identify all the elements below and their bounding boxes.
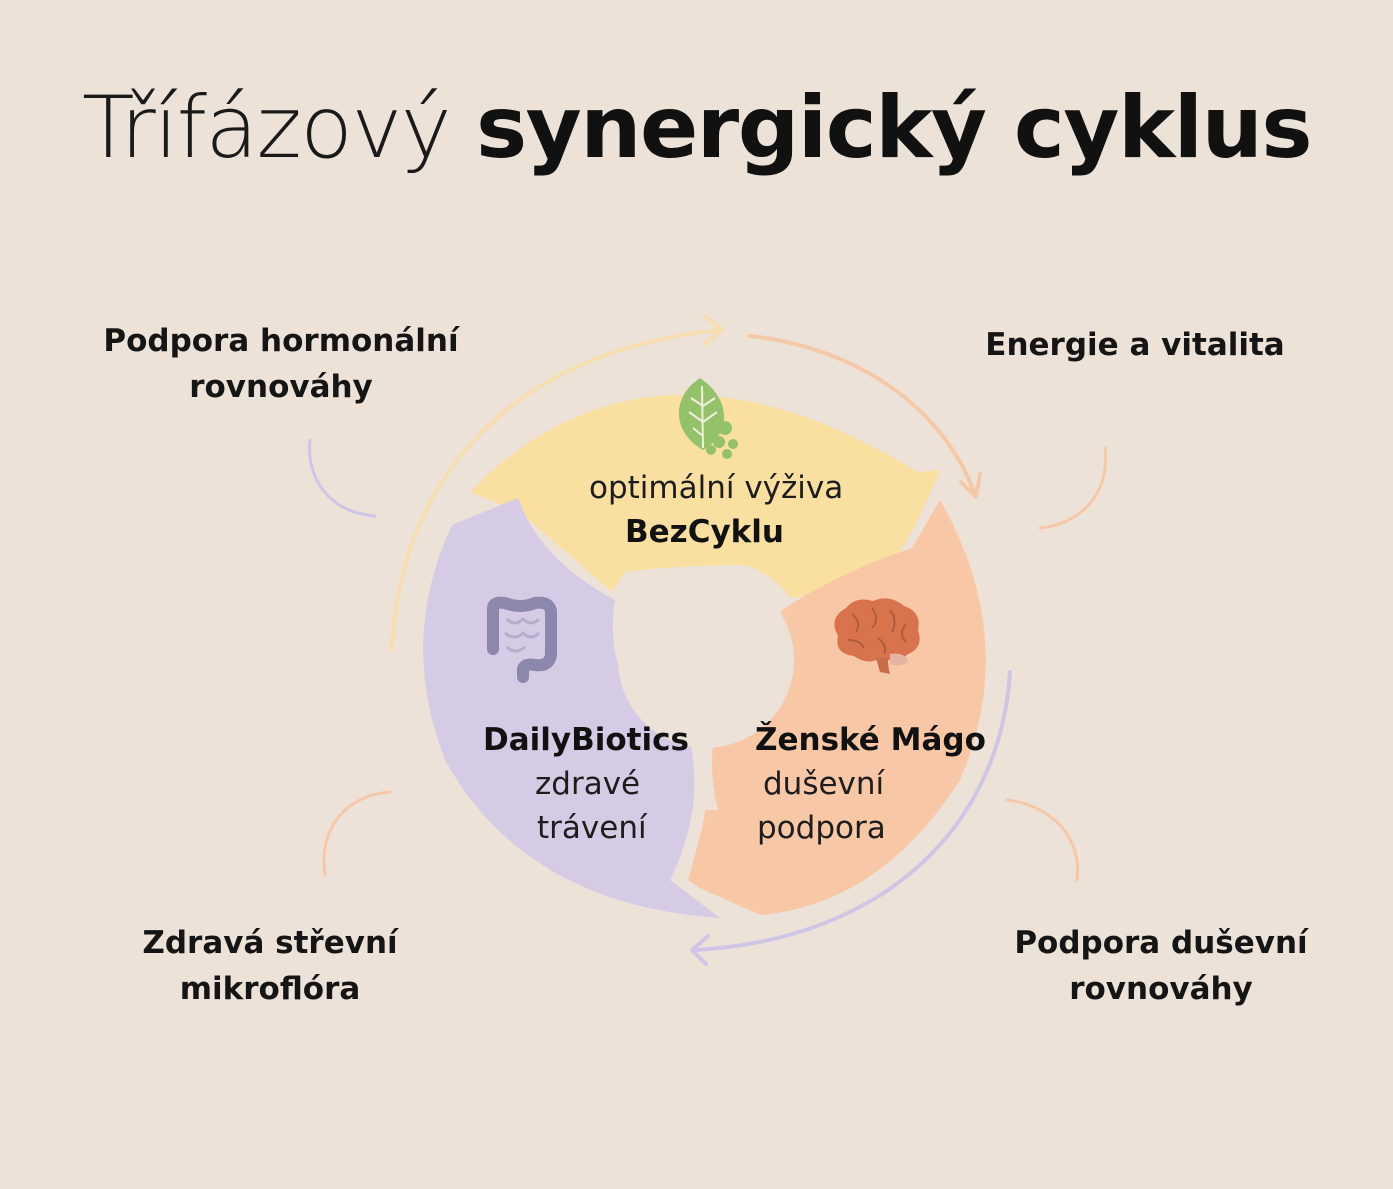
- seed-3: [728, 439, 738, 449]
- label-bottom-left: Zdravá střevní mikroflóra: [120, 920, 420, 1012]
- brain-folds: [847, 607, 907, 655]
- arrow-orange-head: [959, 472, 982, 499]
- connector-top-right: [1038, 446, 1108, 530]
- segment-top-text: optimální výživa BezCyklu: [589, 466, 843, 554]
- segment-top-line2: BezCyklu: [625, 514, 784, 550]
- segment-top-line1: optimální výživa: [589, 470, 844, 506]
- leaf-vein: [688, 385, 718, 449]
- label-top-right-line1: Energie a vitalita: [985, 327, 1285, 363]
- cerebellum: [890, 653, 908, 666]
- segment-right-line2: duševní: [763, 766, 885, 802]
- label-bottom-right: Podpora duševní rovnováhy: [1005, 920, 1317, 1012]
- page-title: Třífázový synergický cyklus: [0, 78, 1393, 178]
- leaf-icon: [678, 378, 738, 459]
- seed-5: [722, 449, 732, 459]
- ring-center-hole: [618, 572, 794, 748]
- segment-left-line3: trávení: [537, 810, 647, 846]
- connector-bottom-left: [322, 790, 392, 877]
- label-top-left: Podpora hormonální rovnováhy: [100, 318, 462, 410]
- title-light-part: Třífázový: [81, 78, 452, 178]
- connector-curves: [308, 438, 1108, 882]
- arrow-yellow-head: [703, 314, 724, 346]
- label-bottom-right-line1: Podpora duševní: [1014, 925, 1308, 961]
- arrow-yellow-left-arc: [390, 328, 722, 652]
- segment-right-orange: [688, 500, 986, 915]
- segment-left-line1: DailyBiotics: [483, 722, 689, 758]
- seed-4: [706, 445, 716, 455]
- arrow-purple-right-arc: [693, 670, 1012, 952]
- brain-shape: [834, 598, 920, 662]
- label-bottom-right-line2: rovnováhy: [1069, 971, 1253, 1007]
- segment-left-text: DailyBiotics zdravé trávení: [483, 718, 689, 850]
- arrow-orange-top-arc: [748, 334, 977, 497]
- label-top-left-line1: Podpora hormonální: [103, 323, 459, 359]
- segment-right-line1: Ženské Mágo: [755, 722, 986, 758]
- outer-arrows: [390, 314, 1012, 966]
- brain-stem: [876, 658, 890, 674]
- seed-2: [713, 436, 725, 448]
- segment-top-yellow: [470, 394, 940, 598]
- label-bottom-left-line2: mikroflóra: [179, 971, 361, 1007]
- segment-right-line3: podpora: [757, 810, 886, 846]
- label-bottom-left-line1: Zdravá střevní: [142, 925, 398, 961]
- connector-top-left: [308, 438, 377, 518]
- label-top-right: Energie a vitalita: [985, 322, 1285, 368]
- intestine-icon: [487, 596, 557, 683]
- title-bold-part: synergický cyklus: [475, 78, 1313, 178]
- seed-1: [718, 421, 732, 435]
- segment-right-text: Ženské Mágo duševní podpora: [755, 718, 986, 850]
- label-top-left-line2: rovnováhy: [189, 369, 373, 405]
- segment-left-line2: zdravé: [535, 766, 641, 802]
- connector-bottom-right: [1005, 798, 1080, 882]
- arrow-purple-head: [690, 934, 710, 966]
- brain-icon: [834, 598, 920, 674]
- intestine-inner: [504, 616, 541, 653]
- intestine-outer: [487, 596, 557, 683]
